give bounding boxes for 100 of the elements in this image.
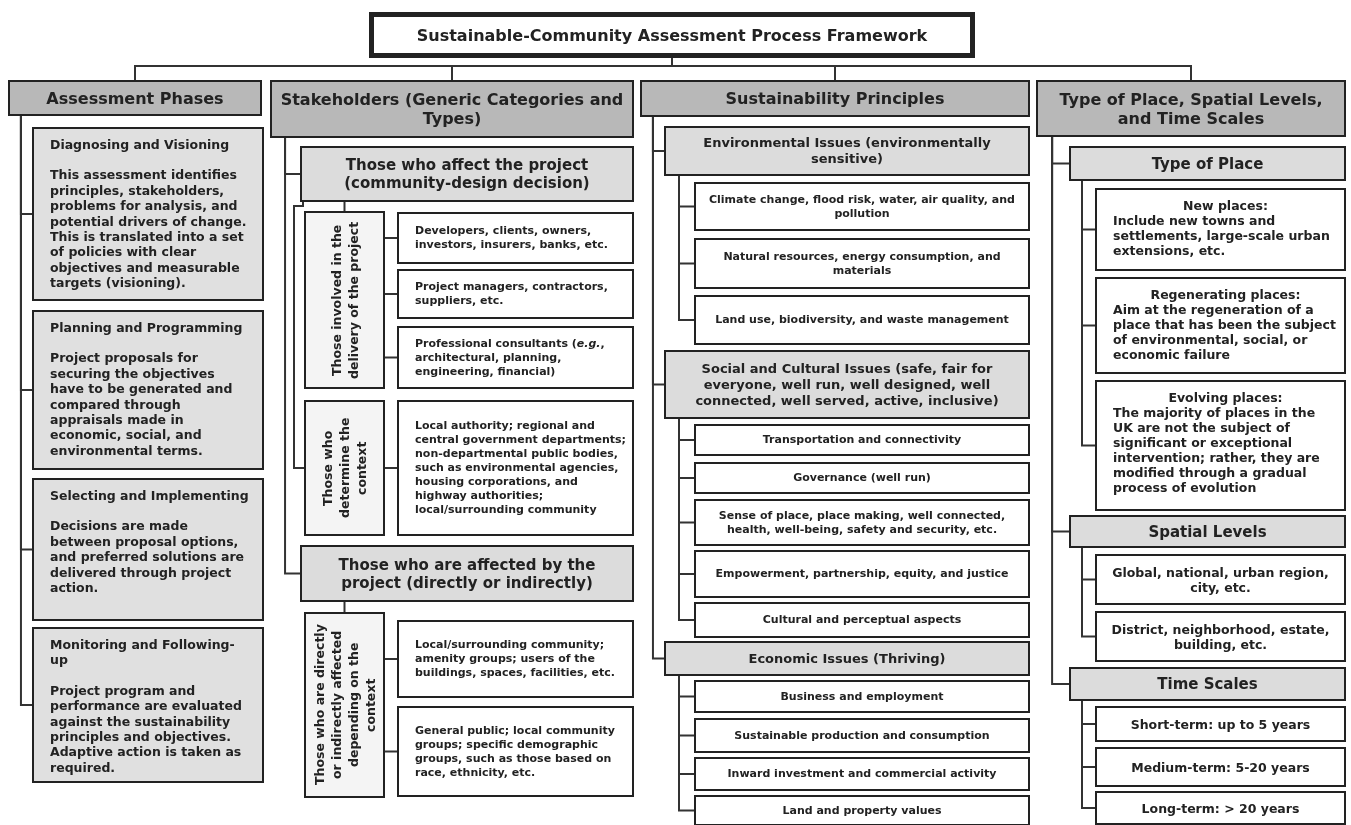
- box-label: Global, national, urban region, city, etc.: [1111, 564, 1330, 595]
- box-heading: Regenerating places:: [1150, 287, 1301, 302]
- category-box: [664, 126, 1030, 176]
- box-text: Include new towns and settlements, large-scale urban extensions, etc.: [1113, 213, 1331, 258]
- item-box: [694, 550, 1030, 598]
- box-text: Project proposals for securing the objectives have to be generated and compared through appraisals made in economic, social, and environmental terms.: [50, 350, 234, 459]
- item-box: [694, 680, 1030, 713]
- item-box: [1095, 611, 1346, 662]
- box-label: General public; local community groups; specific demographic groups, such as those based on race, ethnicity, etc.: [415, 723, 616, 780]
- box-label: Business and employment: [780, 689, 944, 704]
- item-box: [694, 499, 1030, 546]
- category-box: [1069, 146, 1346, 181]
- box-label: Medium-term: 5-20 years: [1131, 759, 1310, 775]
- connector-line: [293, 201, 305, 469]
- category-box: [1069, 667, 1346, 701]
- box-label: Project managers, contractors, suppliers, etc.: [415, 280, 609, 308]
- connector-line: [343, 601, 346, 613]
- box-label: Land use, biodiversity, and waste management: [715, 313, 1009, 327]
- title-box: [369, 12, 975, 58]
- item-box: [397, 269, 634, 319]
- box-heading: Diagnosing and Visioning: [50, 137, 230, 153]
- item-box: [1095, 554, 1346, 605]
- item-box: [397, 706, 634, 797]
- box-label: Type of Place: [1151, 154, 1264, 173]
- column-header-box: [1036, 80, 1346, 137]
- phase-box: [32, 127, 264, 301]
- box-label: Economic Issues (Thriving): [748, 650, 946, 667]
- category-box: [300, 146, 634, 202]
- item-box: [694, 424, 1030, 456]
- column-header-box: [270, 80, 634, 138]
- box-label: Stakeholders (Generic Categories and Types): [280, 90, 624, 128]
- column-header-box: [640, 80, 1030, 117]
- box-label: Governance (well run): [793, 471, 931, 485]
- item-box: [694, 718, 1030, 753]
- box-heading: Planning and Programming: [50, 320, 243, 336]
- connector-line: [384, 467, 398, 469]
- box-text: Project program and performance are evaluated against the sustainability principles and objectives. Adaptive action is taken as required.: [50, 682, 243, 776]
- group-box: [304, 211, 385, 389]
- item-box: [694, 795, 1030, 825]
- item-box: [397, 212, 634, 264]
- box-label: Sustainable-Community Assessment Process Framework: [416, 25, 928, 45]
- item-box: [694, 602, 1030, 638]
- box-text: Aim at the regeneration of a place that has been the subject of environmental, social, or economic failure: [1113, 302, 1337, 362]
- connector-line: [678, 175, 695, 321]
- box-label: Those who determine the context: [319, 416, 370, 521]
- connector-line: [678, 675, 695, 812]
- box-label: Those who are directly or indirectly affected depending on the context: [310, 623, 379, 788]
- box-label: District, neighborhood, estate, building, etc.: [1110, 621, 1331, 652]
- category-box: [1069, 515, 1346, 548]
- item-box: [694, 295, 1030, 345]
- box-heading: New places:: [1183, 198, 1268, 213]
- box-heading: Evolving places:: [1168, 390, 1283, 405]
- box-label: Cultural and perceptual aspects: [762, 613, 962, 627]
- connector-line: [384, 750, 398, 753]
- box-label: Natural resources, energy consumption, and materials: [722, 249, 1002, 278]
- item-box: [397, 326, 634, 389]
- box-label: Those who affect the project (community-design decision): [343, 156, 591, 192]
- connector-line: [1051, 136, 1070, 685]
- group-box: [304, 400, 385, 536]
- item-box: [1095, 380, 1346, 511]
- box-label: Long-term: > 20 years: [1141, 800, 1300, 816]
- item-box: [1095, 277, 1346, 374]
- box-label: Type of Place, Spatial Levels, and Time Scales: [1058, 89, 1324, 128]
- box-text: This assessment identifies principles, stakeholders, problems for analysis, and potential drivers of change. This is translated into a set of policies with clear objectives and measurable targets (visioning).: [50, 167, 248, 291]
- connector-line: [1081, 700, 1096, 809]
- connector-line: [384, 356, 398, 359]
- connector-line: [651, 116, 665, 660]
- item-box: [1095, 188, 1346, 271]
- box-label: Local authority; regional and central government departments; non-departmental public bodies, such as environmental agencies, housing corporations, and highway authorities; local/surrounding community: [415, 419, 626, 517]
- box-label: Empowerment, partnership, equity, and justice: [715, 567, 1009, 581]
- connector-line: [384, 293, 398, 295]
- box-label: Those involved in the delivery of the project: [327, 220, 362, 381]
- box-label: Transportation and connectivity: [762, 433, 962, 447]
- box-label: Climate change, flood risk, water, air quality, and pollution: [708, 192, 1016, 221]
- box-label: Sustainability Principles: [725, 89, 945, 108]
- box-label: Those who are affected by the project (directly or indirectly): [337, 555, 597, 592]
- box-text: Decisions are made between proposal options, and preferred solutions are delivered through project action.: [50, 518, 246, 596]
- category-box: [664, 641, 1030, 676]
- box-label: Sense of place, place making, well connected, health, well-being, safety and security, etc.: [717, 508, 1007, 537]
- box-label: Environmental Issues (environmentally sensitive): [702, 135, 992, 167]
- box-label: Spatial Levels: [1148, 522, 1267, 541]
- box-label: Professional consultants (e.g., architectural, planning, engineering, financial): [415, 336, 606, 379]
- item-box: [694, 757, 1030, 791]
- box-label: Short-term: up to 5 years: [1130, 716, 1311, 732]
- box-label: Time Scales: [1157, 675, 1258, 693]
- box-label: Inward investment and commercial activity: [727, 767, 997, 781]
- box-label: Local/surrounding community; amenity groups; users of the buildings, spaces, facilities, etc.: [415, 638, 617, 680]
- connector-line: [678, 418, 695, 621]
- phase-box: [32, 478, 264, 621]
- group-box: [304, 612, 385, 798]
- connector-line: [384, 658, 398, 660]
- category-box: [300, 545, 634, 602]
- item-box: [397, 620, 634, 698]
- box-label: Developers, clients, owners, investors, insurers, banks, etc.: [415, 224, 609, 252]
- box-text: The majority of places in the UK are not the subject of significant or exceptional intervention; rather, they are modified through a gradual process of evolution: [1113, 405, 1321, 495]
- item-box: [1095, 791, 1346, 825]
- connector-line: [19, 115, 33, 706]
- connector-line: [284, 137, 301, 575]
- box-label: Assessment Phases: [46, 88, 224, 108]
- box-label: Social and Cultural Issues (safe, fair for everyone, well run, well designed, well connected, well served, active, inclusive): [694, 360, 1000, 409]
